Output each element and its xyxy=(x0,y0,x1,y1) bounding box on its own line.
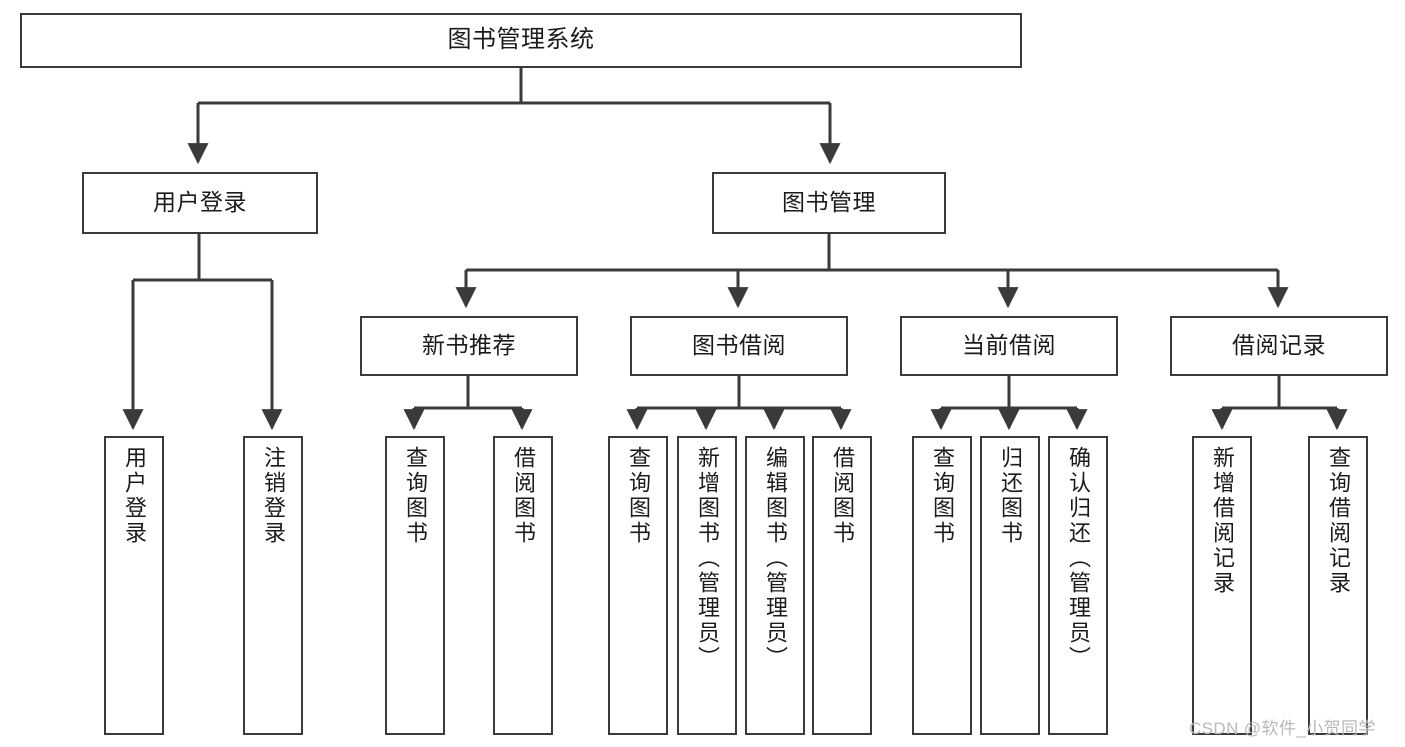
node-label: 新书推荐 xyxy=(422,332,516,359)
node-label: 查询借阅记录 xyxy=(1326,446,1351,596)
node-label: 查询图书 xyxy=(626,446,651,546)
node-label: 借阅图书 xyxy=(511,446,536,546)
node-label: 借阅图书 xyxy=(830,446,855,546)
node-label: 归还图书 xyxy=(998,446,1023,546)
node-label: 编辑图书（管理员） xyxy=(763,446,788,671)
node-label: 新增借阅记录 xyxy=(1210,446,1235,596)
node-leaf-query-record[interactable]: 查询借阅记录 xyxy=(1308,436,1368,735)
node-label: 借阅记录 xyxy=(1232,332,1326,359)
node-leaf-return-book[interactable]: 归还图书 xyxy=(980,436,1040,735)
node-leaf-confirm-return[interactable]: 确认归还（管理员） xyxy=(1048,436,1108,735)
node-leaf-logout[interactable]: 注销登录 xyxy=(243,436,303,735)
node-label: 用户登录 xyxy=(122,446,147,546)
node-label: 图书管理 xyxy=(782,189,876,216)
node-leaf-query-book-2[interactable]: 查询图书 xyxy=(608,436,668,735)
node-user-login[interactable]: 用户登录 xyxy=(82,172,318,234)
node-leaf-query-book-3[interactable]: 查询图书 xyxy=(912,436,972,735)
csdn-watermark: CSDN @软件_小贺同学 xyxy=(1189,719,1376,738)
node-leaf-add-book[interactable]: 新增图书（管理员） xyxy=(677,436,737,735)
node-root-book-management-system[interactable]: 图书管理系统 xyxy=(20,13,1022,68)
node-label: 用户登录 xyxy=(153,189,247,216)
node-book-borrow[interactable]: 图书借阅 xyxy=(630,316,848,376)
node-leaf-borrow-book-1[interactable]: 借阅图书 xyxy=(493,436,553,735)
node-label: 查询图书 xyxy=(930,446,955,546)
node-book-manage[interactable]: 图书管理 xyxy=(712,172,946,234)
node-leaf-query-book-1[interactable]: 查询图书 xyxy=(385,436,445,735)
node-label: 图书借阅 xyxy=(692,332,786,359)
node-label: 确认归还（管理员） xyxy=(1066,446,1091,671)
node-leaf-user-login[interactable]: 用户登录 xyxy=(104,436,164,735)
node-label: 新增图书（管理员） xyxy=(695,446,720,671)
node-label: 查询图书 xyxy=(403,446,428,546)
node-label: 当前借阅 xyxy=(962,332,1056,359)
node-leaf-borrow-book-2[interactable]: 借阅图书 xyxy=(812,436,872,735)
node-leaf-edit-book[interactable]: 编辑图书（管理员） xyxy=(745,436,805,735)
node-label: 图书管理系统 xyxy=(447,26,595,54)
node-label: 注销登录 xyxy=(261,446,286,546)
node-borrow-record[interactable]: 借阅记录 xyxy=(1170,316,1388,376)
node-new-book-recommend[interactable]: 新书推荐 xyxy=(360,316,578,376)
node-current-borrow[interactable]: 当前借阅 xyxy=(900,316,1118,376)
node-leaf-add-record[interactable]: 新增借阅记录 xyxy=(1192,436,1252,735)
